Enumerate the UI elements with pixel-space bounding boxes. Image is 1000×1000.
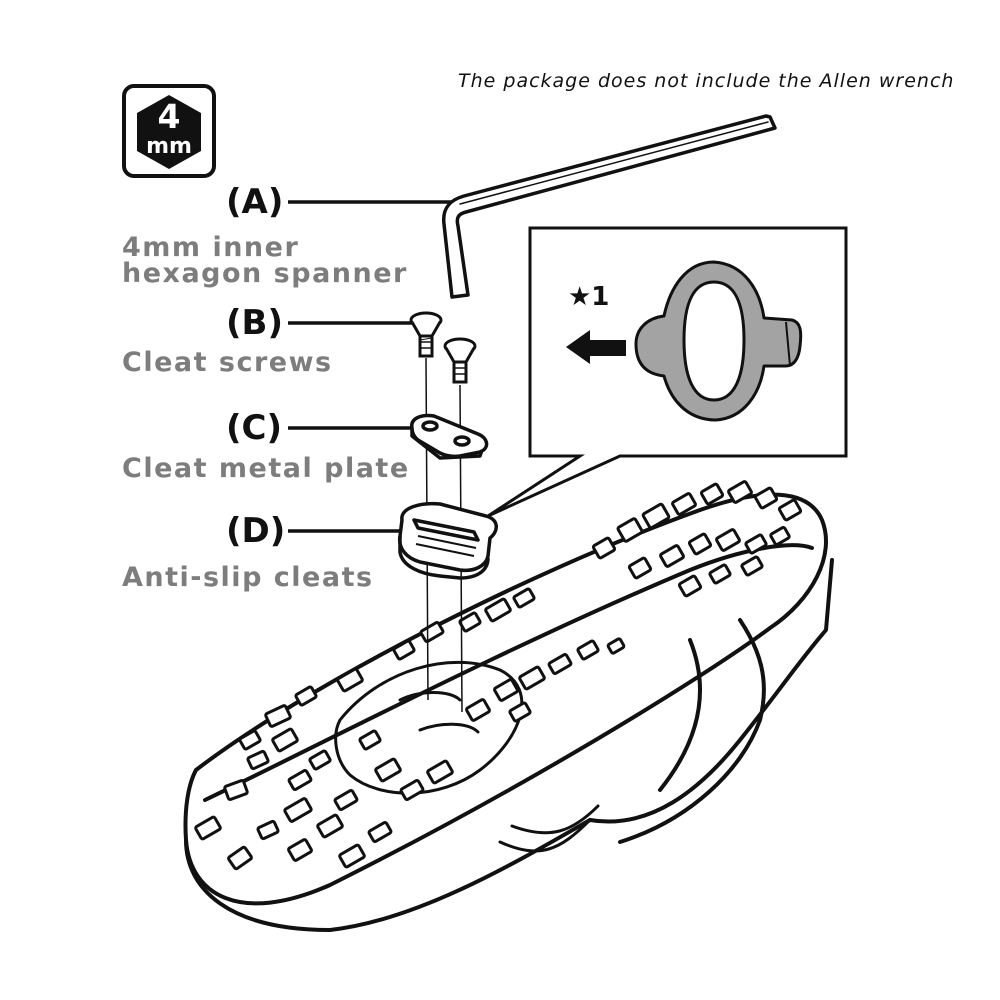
wrench-size-badge: 4 mm — [122, 84, 216, 178]
part-letter-b: (B) — [226, 303, 283, 343]
sole-lug — [374, 757, 402, 783]
sole-lug — [641, 502, 671, 530]
inset-cleat-slot — [682, 280, 746, 402]
shoe-welt-line — [203, 543, 814, 802]
mount-slot-2 — [418, 722, 480, 734]
sole-lug — [576, 639, 600, 661]
leader-lines — [288, 200, 452, 533]
sole-lug — [227, 845, 253, 871]
part-letter-d: (D) — [226, 511, 286, 551]
part-name-d: Anti-slip cleats — [122, 562, 374, 593]
sole-lug — [677, 574, 703, 598]
badge-unit: mm — [146, 134, 192, 159]
sole-lug — [715, 528, 741, 552]
shoe-heel-cup — [658, 638, 702, 792]
shoe-sole-edge — [184, 818, 592, 932]
hexagon-icon — [137, 95, 201, 169]
inset-cleat — [634, 260, 803, 422]
sole-lug — [591, 536, 617, 560]
screw-1 — [409, 311, 443, 358]
screw-2 — [443, 337, 477, 384]
cleat-metal-plate — [410, 413, 489, 460]
shoe-strap — [498, 818, 592, 853]
sole-lug — [287, 769, 313, 791]
sole-lug — [606, 637, 626, 655]
sole-lug — [753, 486, 779, 510]
sole-lug — [308, 749, 332, 771]
sole-lug — [256, 819, 280, 841]
part-letter-a: (A) — [226, 182, 284, 222]
cleat-mount-area — [334, 660, 524, 795]
sole-lug — [484, 597, 512, 623]
sole-lug — [367, 821, 393, 843]
sole-lug — [294, 685, 318, 707]
sole-lug — [547, 653, 573, 675]
shoe-sole-outline — [183, 492, 828, 906]
sole-lug — [399, 779, 425, 801]
sole-lug — [465, 698, 491, 722]
sole-lug — [493, 678, 519, 702]
sole-lug — [271, 727, 299, 753]
part-name-c: Cleat metal plate — [122, 453, 410, 484]
wrench-body — [441, 114, 777, 299]
sole-lug — [333, 789, 359, 811]
sole-lug — [671, 492, 697, 516]
sole-lug — [659, 544, 685, 568]
inset-marker: ★1 — [568, 282, 610, 312]
shoe-upper — [588, 558, 834, 824]
sole-lug — [264, 704, 292, 728]
sole-lug — [708, 563, 732, 585]
sole-lug — [392, 639, 416, 661]
sole-lug — [194, 815, 222, 841]
sole-lug — [238, 729, 262, 751]
sole-lug — [458, 611, 482, 633]
sole-lug — [769, 526, 791, 546]
sole-lug — [740, 555, 764, 577]
sole-lug — [336, 667, 364, 693]
sole-lug — [777, 498, 803, 522]
sole-lug — [283, 797, 313, 823]
sole-lug — [426, 759, 454, 785]
allen-wrench — [441, 114, 777, 299]
cycling-shoe — [183, 492, 834, 932]
sole-lug — [744, 533, 768, 555]
sole-lug — [616, 517, 644, 543]
sole-lug — [687, 532, 713, 556]
sole-lug — [338, 843, 366, 869]
cleat-screws — [409, 311, 477, 384]
sole-lug — [358, 729, 382, 751]
sole-lug — [727, 480, 753, 504]
sole-lug — [316, 813, 344, 839]
inset-arrow — [566, 330, 626, 364]
left-arrow-icon — [566, 330, 626, 364]
part-letter-c: (C) — [226, 408, 283, 448]
part-name-a-line1: 4mm inner — [122, 232, 300, 263]
mount-slot — [398, 691, 462, 702]
shoe-heel — [618, 618, 766, 844]
anti-slip-cleat — [397, 501, 498, 580]
sole-lug — [508, 701, 532, 723]
sole-lug — [627, 556, 653, 580]
part-name-b: Cleat screws — [122, 347, 333, 378]
sole-lug — [518, 665, 546, 691]
badge-size: 4 — [157, 97, 181, 136]
shoe-strap-2 — [510, 804, 600, 835]
package-note: The package does not include the Allen w… — [458, 70, 955, 92]
sole-lug — [699, 482, 725, 506]
sole-lugs — [194, 480, 803, 871]
sole-lug — [512, 587, 536, 609]
sole-lug — [246, 749, 270, 771]
sole-lug — [419, 621, 445, 643]
part-name-a-line2: hexagon spanner — [122, 258, 408, 289]
sole-lug — [223, 779, 249, 801]
sole-lug — [287, 838, 313, 862]
